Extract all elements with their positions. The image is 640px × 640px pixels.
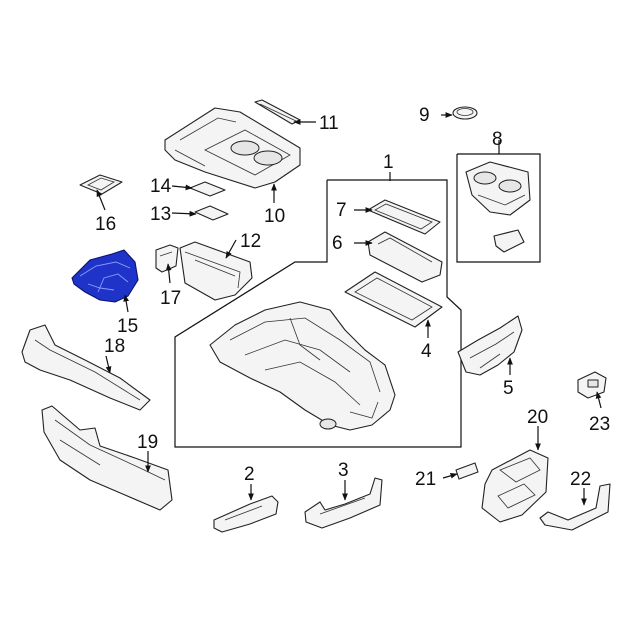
callout-23: 23	[589, 414, 610, 435]
callout-14: 14	[150, 176, 172, 197]
callout-21: 21	[415, 469, 436, 490]
leader-lines	[96, 112, 602, 506]
assembly-8-frame	[456, 153, 541, 263]
part-20-rear-panel[interactable]	[481, 449, 549, 523]
callout-13: 13	[150, 204, 171, 225]
assembly-1-frame	[174, 179, 462, 448]
part-17-bracket[interactable]	[155, 244, 179, 273]
part-7-lid-pad[interactable]	[367, 199, 441, 235]
callout-22: 22	[570, 469, 591, 490]
part-16-pad[interactable]	[79, 174, 123, 195]
part-14-plate[interactable]	[189, 181, 226, 197]
part-19-side-panel[interactable]	[41, 405, 173, 511]
part-3-bracket[interactable]	[304, 477, 383, 529]
part-5-bracket[interactable]	[457, 315, 523, 376]
callout-17: 17	[160, 288, 181, 309]
callout-15: 15	[117, 316, 138, 337]
callout-3: 3	[338, 460, 349, 481]
callout-12: 12	[240, 231, 261, 252]
part-4-mat[interactable]	[344, 271, 443, 328]
part-2-bracket[interactable]	[213, 495, 279, 533]
callout-18: 18	[104, 336, 125, 357]
part-10-console-top[interactable]	[164, 107, 301, 189]
callout-4: 4	[421, 341, 432, 362]
callout-6: 6	[332, 233, 343, 254]
part-11-trim-strip[interactable]	[254, 99, 301, 125]
callout-16: 16	[95, 214, 116, 235]
part-15-highlighted-bin[interactable]	[71, 249, 139, 303]
part-1-console-body[interactable]	[209, 301, 396, 431]
part-8-cup-holder[interactable]	[465, 161, 531, 253]
part-22-u-trim[interactable]	[539, 483, 611, 531]
callout-1: 1	[383, 152, 394, 173]
callout-7: 7	[336, 200, 347, 221]
callout-9: 9	[419, 105, 430, 126]
part-23-switch[interactable]	[577, 371, 607, 399]
part-13-plate[interactable]	[194, 205, 229, 221]
part-9-cap[interactable]	[452, 106, 478, 120]
callout-8: 8	[492, 129, 503, 150]
part-18-side-trim[interactable]	[21, 324, 151, 411]
callout-20: 20	[527, 407, 548, 428]
part-6-tray[interactable]	[367, 231, 443, 283]
callout-10: 10	[264, 206, 285, 227]
callout-19: 19	[137, 432, 158, 453]
part-12-storage-bin[interactable]	[179, 241, 253, 301]
part-21-strip[interactable]	[455, 462, 479, 480]
callout-11: 11	[319, 113, 339, 134]
callout-2: 2	[244, 464, 255, 485]
callout-5: 5	[503, 378, 514, 399]
